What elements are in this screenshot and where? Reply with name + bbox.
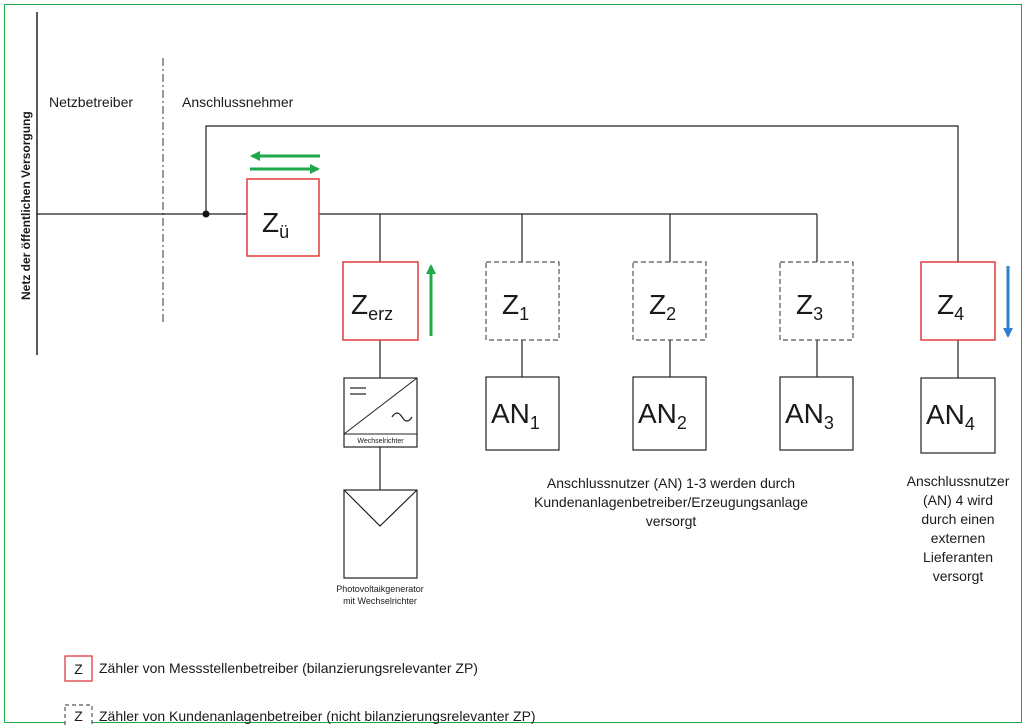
inverter-icon: Wechselrichter (343, 377, 418, 448)
svg-text:AN4: AN4 (926, 399, 975, 434)
meter-z1: Z1 (485, 261, 560, 341)
grid-label: Netz der öffentlichen Versorgung (19, 111, 33, 300)
svg-text:Z: Z (74, 661, 83, 677)
svg-text:AN3: AN3 (785, 398, 834, 433)
caption-an4-line1: Anschlussnutzer (907, 473, 1010, 489)
caption-an13-line3: versorgt (646, 513, 697, 529)
meter-zerz: Zerz (342, 261, 419, 341)
meter-z4: Z4 (920, 261, 996, 341)
user-an1: AN1 (485, 376, 560, 451)
caption-an13-line2: Kundenanlagenbetreiber/Erzeugungsanlage (534, 494, 808, 510)
inverter-label: Wechselrichter (357, 438, 404, 445)
caption-an4-line2: (AN) 4 wird (923, 492, 993, 508)
svg-text:Zähler von Messstellenbetreibe: Zähler von Messstellenbetreiber (bilanzi… (99, 660, 478, 676)
meter-z2: Z2 (632, 261, 707, 341)
svg-text:Z3: Z3 (796, 289, 823, 324)
caption-an13-line1: Anschlussnutzer (AN) 1-3 werden durch (547, 475, 795, 491)
bypass-line-an4 (205, 125, 959, 262)
svg-text:Z4: Z4 (937, 289, 964, 324)
caption-an4-line3: durch einen (921, 511, 994, 527)
svg-text:Zerz: Zerz (351, 289, 393, 324)
legend-item-msb: Z Zähler von Messstellenbetreiber (bilan… (64, 655, 478, 682)
pv-caption-line2: mit Wechselrichter (343, 596, 417, 606)
meter-z3: Z3 (779, 261, 854, 341)
diagram-frame (4, 4, 1022, 723)
pv-caption-line1: Photovoltaikgenerator (336, 584, 424, 594)
svg-text:Z2: Z2 (649, 289, 676, 324)
svg-text:Zü: Zü (262, 207, 289, 242)
caption-an4-line6: versorgt (933, 568, 984, 584)
caption-an4-line4: externen (931, 530, 985, 546)
user-an4: AN4 (920, 377, 996, 454)
region-anschlussnehmer: Anschlussnehmer (182, 94, 294, 110)
pv-generator-icon (343, 489, 418, 579)
svg-text:AN2: AN2 (638, 398, 687, 433)
svg-text:Z1: Z1 (502, 289, 529, 324)
svg-text:Zähler von Kundenanlagenbetrei: Zähler von Kundenanlagenbetreiber (nicht… (99, 708, 536, 724)
svg-text:AN1: AN1 (491, 398, 540, 433)
user-an3: AN3 (779, 376, 854, 451)
meter-zu: Zü (246, 178, 320, 257)
region-netzbetreiber: Netzbetreiber (49, 94, 133, 110)
user-an2: AN2 (632, 376, 707, 451)
legend-item-kab: Z Zähler von Kundenanlagenbetreiber (nic… (64, 704, 536, 727)
svg-text:Z: Z (74, 708, 83, 724)
caption-an4-line5: Lieferanten (923, 549, 993, 565)
